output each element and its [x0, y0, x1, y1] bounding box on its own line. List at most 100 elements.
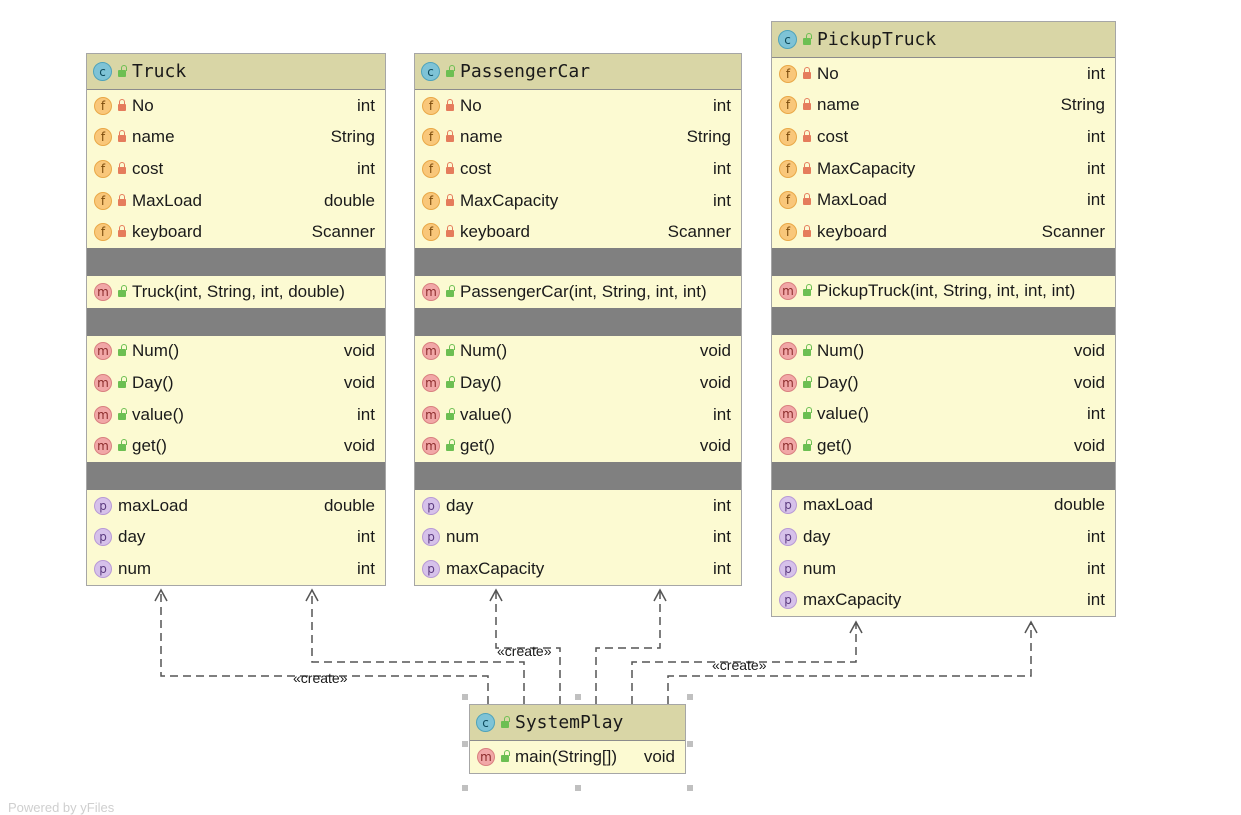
method-icon: m: [94, 373, 112, 392]
create-dependency-edge[interactable]: [595, 590, 661, 704]
private-lock-icon: [118, 98, 126, 111]
create-dependency-edge[interactable]: [631, 622, 857, 704]
create-dependency-edge[interactable]: [311, 590, 525, 704]
public-lock-icon: [118, 407, 127, 420]
member-name: keyboard: [817, 221, 887, 241]
class-name: PickupTruck: [817, 29, 937, 50]
passengercar-section-separator: [415, 461, 741, 490]
public-lock-icon: [803, 375, 812, 388]
private-lock-icon: [803, 129, 811, 142]
selection-handle[interactable]: [574, 694, 581, 700]
public-lock-icon: [446, 344, 455, 357]
public-lock-icon: [446, 64, 455, 77]
member-name: Day(): [460, 372, 502, 392]
member-name: value(): [817, 404, 869, 424]
member-name: cost: [460, 158, 492, 178]
member-name: PassengerCar(int, String, int, int): [460, 281, 707, 301]
method-icon: m: [422, 405, 440, 424]
member-type: int: [713, 95, 731, 115]
passengercar-section-separator: [415, 307, 741, 336]
selection-handle[interactable]: [687, 694, 693, 700]
class-name: Truck: [132, 61, 187, 82]
member-name: No: [460, 95, 482, 115]
create-dependency-edge[interactable]: [495, 590, 561, 704]
field-icon: f: [94, 96, 112, 115]
selection-handle[interactable]: [462, 694, 468, 700]
class-icon: c: [778, 30, 797, 49]
selection-handle[interactable]: [687, 741, 693, 747]
selection-handle[interactable]: [574, 785, 581, 791]
open-arrowhead: [653, 588, 667, 602]
member-type: Scanner: [667, 222, 731, 242]
member-name: main(String[]): [515, 746, 618, 766]
open-arrowhead: [489, 588, 503, 602]
class-icon: c: [421, 62, 440, 81]
member-name: maxCapacity: [803, 590, 902, 610]
member-name: Num(): [817, 340, 865, 360]
method-icon: m: [94, 282, 112, 301]
property-icon: p: [94, 559, 112, 578]
selection-handle[interactable]: [462, 741, 468, 747]
edge-label: «create»: [712, 657, 767, 673]
property-icon: p: [779, 559, 797, 578]
pickuptruck-class-header[interactable]: c PickupTruck: [772, 22, 1115, 58]
method-icon: m: [477, 747, 495, 766]
selection-handle[interactable]: [462, 785, 468, 791]
member-type: double: [1053, 495, 1105, 515]
field-icon: f: [94, 128, 112, 147]
public-lock-icon: [501, 715, 510, 728]
selection-handle[interactable]: [687, 785, 693, 791]
create-dependency-edge[interactable]: [667, 622, 1032, 704]
create-dependency-edge[interactable]: [160, 590, 489, 704]
